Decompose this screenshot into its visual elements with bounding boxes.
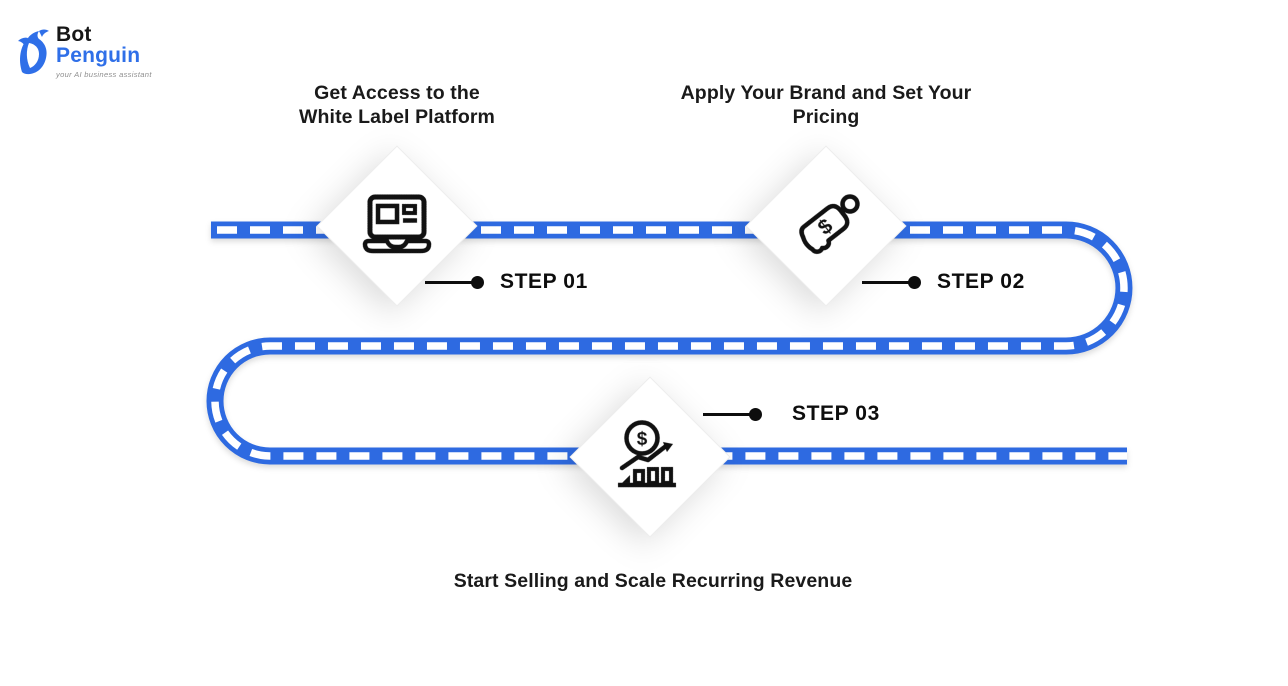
coin-dollar: $ — [637, 429, 648, 450]
connector-dot — [908, 275, 921, 289]
step-2-callout: STEP 02 — [862, 270, 1025, 294]
step-1-diamond-inner — [359, 193, 435, 259]
step-1-title-line2: White Label Platform — [299, 105, 495, 128]
step-1-title-line1: Get Access to the — [314, 82, 480, 104]
penguin-logo-icon — [18, 29, 49, 75]
step-2-title: Apply Your Brand and Set Your Pricing — [656, 82, 996, 129]
step-3-label: STEP 03 — [792, 402, 880, 425]
step-2-diamond-inner: $ — [786, 186, 866, 266]
step-2-title-line1: Apply Your Brand and Set Your — [680, 82, 972, 104]
step-1-title: Get Access to the White Label Platform — [227, 82, 567, 129]
price-tag-icon: $ — [799, 194, 860, 254]
step-3-callout: STEP 03 — [703, 402, 880, 426]
connector-line — [425, 280, 472, 284]
step-2-label: STEP 02 — [937, 270, 1025, 293]
logo-text: Bot Penguin your AI business assistant — [56, 24, 152, 80]
revenue-growth-icon: $ — [618, 420, 676, 488]
step-3-diamond-inner: $ — [614, 420, 686, 494]
connector-line — [862, 280, 909, 284]
step-2-diamond: $ — [745, 145, 907, 307]
logo-brand-top: Bot — [56, 23, 92, 46]
connector-dot — [749, 407, 762, 421]
botpenguin-logo: Bot Penguin your AI business assistant — [16, 24, 152, 80]
logo-tagline: your AI business assistant — [56, 70, 152, 79]
connector-dot — [471, 275, 484, 289]
step-2-title-line2: Pricing — [792, 105, 860, 128]
laptop-icon — [362, 194, 432, 254]
connector-line — [703, 412, 750, 416]
step-1-label: STEP 01 — [500, 270, 588, 293]
road-center-dashes — [211, 226, 1128, 460]
step-3-title: Start Selling and Scale Recurring Revenu… — [453, 570, 853, 592]
step-1-callout: STEP 01 — [425, 270, 588, 294]
step-3-diamond: $ — [569, 376, 731, 538]
logo-brand-bottom: Penguin — [56, 44, 141, 67]
step-1-diamond — [316, 145, 478, 307]
